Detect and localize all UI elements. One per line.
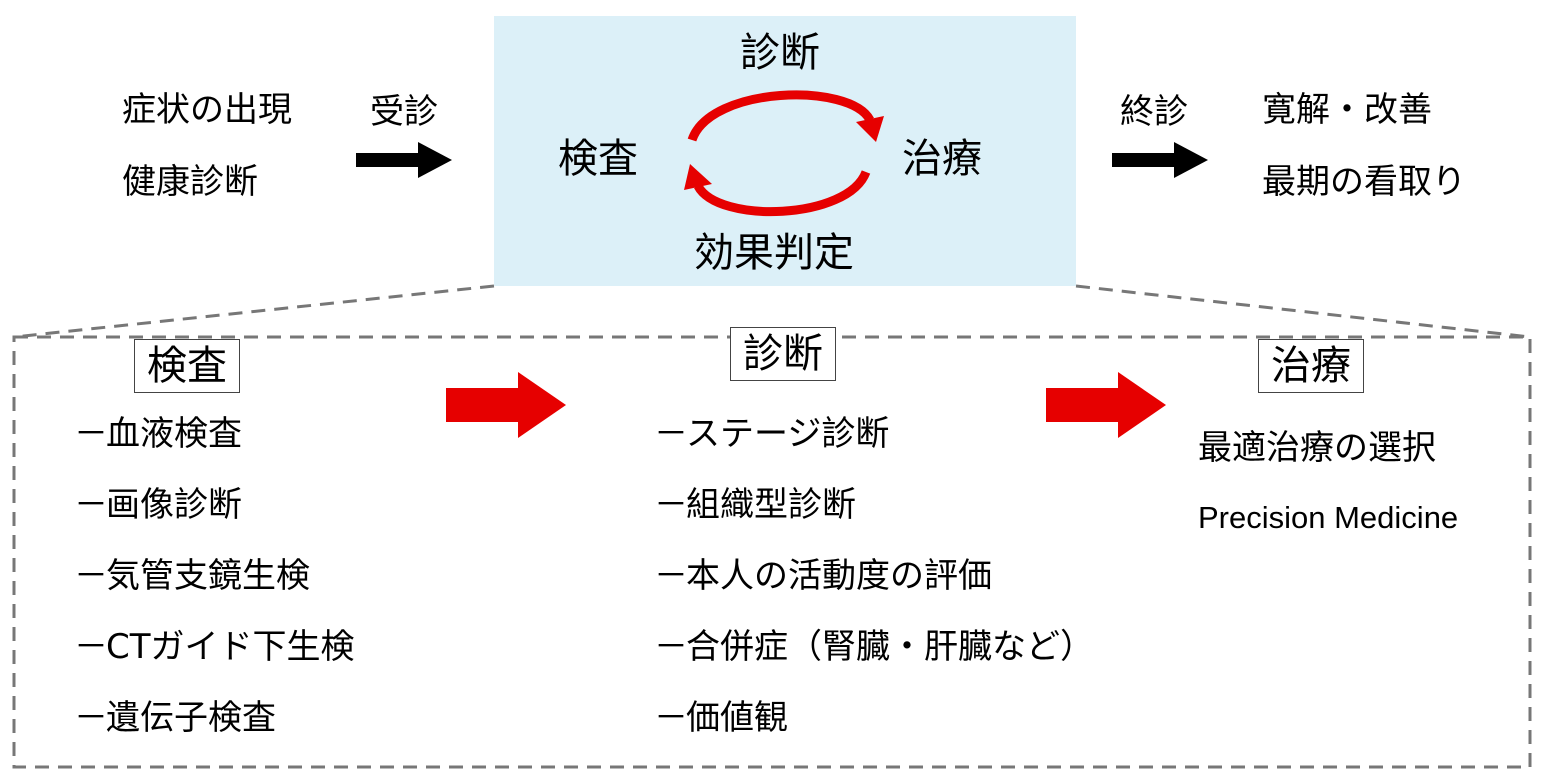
list-item: －合併症（腎臓・肝臓など） bbox=[654, 627, 1094, 698]
end-label: 終診 bbox=[1120, 92, 1188, 132]
dash-glyph: － bbox=[654, 556, 688, 596]
list-item: －気管支鏡生検 bbox=[74, 556, 355, 627]
dash-glyph: － bbox=[654, 414, 688, 454]
dash-glyph: － bbox=[654, 485, 688, 525]
black-arrow-right-icon bbox=[1112, 142, 1208, 178]
cycle-treatment: 治療 bbox=[902, 136, 982, 182]
connector-right bbox=[1075, 284, 1531, 339]
start-item-checkup: 健康診断 bbox=[122, 162, 258, 202]
list-item-text: 合併症（腎臓・肝臓など） bbox=[686, 627, 1094, 667]
dash-glyph: － bbox=[74, 698, 108, 738]
list-item-text: 価値観 bbox=[686, 698, 788, 738]
list-item: －遺伝子検査 bbox=[74, 698, 355, 769]
red-arrow-right-icon bbox=[1046, 372, 1166, 438]
column-title-examination: 検査 bbox=[134, 339, 240, 393]
list-item-text: 画像診断 bbox=[106, 485, 242, 525]
treatment-precision-medicine: Precision Medicine bbox=[1198, 500, 1459, 535]
cycle-arrows-icon bbox=[684, 90, 884, 217]
cycle-diagnosis: 診断 bbox=[740, 30, 820, 76]
list-item-text: CTガイド下生検 bbox=[106, 627, 355, 667]
list-item: －画像診断 bbox=[74, 485, 355, 556]
dash-glyph: － bbox=[74, 556, 108, 596]
column-title-treatment: 治療 bbox=[1258, 339, 1364, 393]
dash-glyph: － bbox=[74, 414, 108, 454]
list-item-text: 血液検査 bbox=[106, 414, 242, 454]
treatment-optimal-selection: 最適治療の選択 bbox=[1198, 428, 1436, 468]
start-item-symptoms: 症状の出現 bbox=[122, 90, 292, 130]
dash-glyph: － bbox=[74, 485, 108, 525]
cycle-panel bbox=[494, 16, 1076, 286]
list-item-text: 遺伝子検査 bbox=[106, 698, 276, 738]
examination-list: －血液検査 －画像診断 －気管支鏡生検 －CTガイド下生検 －遺伝子検査 bbox=[74, 414, 355, 769]
list-item: －CTガイド下生検 bbox=[74, 627, 355, 698]
red-arrow-right-icon bbox=[446, 372, 566, 438]
cycle-examination: 検査 bbox=[558, 136, 638, 182]
list-item-text: 気管支鏡生検 bbox=[106, 556, 310, 596]
cycle-evaluation: 効果判定 bbox=[694, 230, 854, 276]
list-item: －価値観 bbox=[654, 698, 1094, 769]
consult-label: 受診 bbox=[370, 92, 438, 132]
end-item-end-of-life: 最期の看取り bbox=[1262, 162, 1466, 202]
list-item: －本人の活動度の評価 bbox=[654, 556, 1094, 627]
dash-glyph: － bbox=[654, 698, 688, 738]
black-arrow-right-icon bbox=[356, 142, 452, 178]
end-item-remission: 寛解・改善 bbox=[1262, 90, 1432, 130]
list-item-text: ステージ診断 bbox=[686, 414, 890, 454]
diagnosis-list: －ステージ診断 －組織型診断 －本人の活動度の評価 －合併症（腎臓・肝臓など） … bbox=[654, 414, 1094, 769]
list-item-text: 組織型診断 bbox=[686, 485, 856, 525]
connector-left bbox=[13, 284, 495, 339]
list-item-text: 本人の活動度の評価 bbox=[686, 556, 992, 596]
dash-glyph: － bbox=[654, 627, 688, 667]
list-item: －血液検査 bbox=[74, 414, 355, 485]
column-title-diagnosis: 診断 bbox=[730, 327, 836, 381]
detail-box bbox=[12, 335, 1532, 769]
dash-glyph: － bbox=[74, 627, 108, 667]
list-item: －ステージ診断 bbox=[654, 414, 1094, 485]
list-item: －組織型診断 bbox=[654, 485, 1094, 556]
